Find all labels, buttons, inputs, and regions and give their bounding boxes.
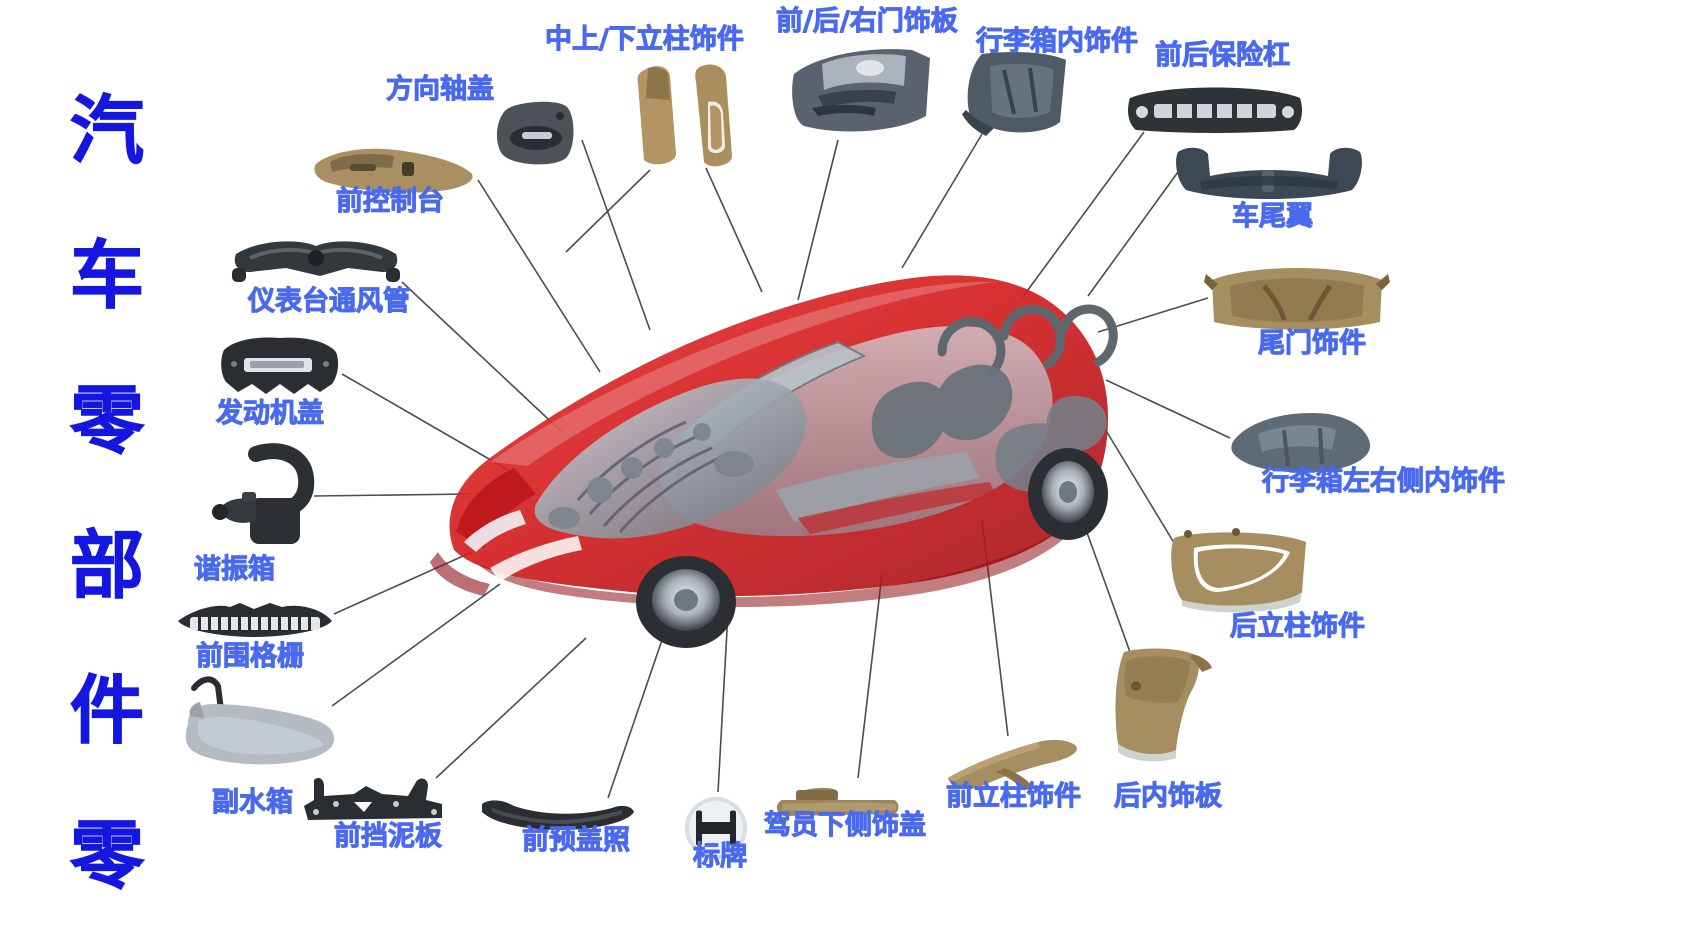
label-front-hood-lamp[interactable]: 前预盖照 (522, 825, 631, 856)
label-tailgate-trim[interactable]: 尾门饰件 (1258, 328, 1367, 359)
label-driver-lower-cover[interactable]: 驾员下侧饰盖 (764, 810, 927, 841)
part-emblem-badge[interactable] (682, 794, 750, 862)
label-front-mudguard[interactable]: 前挡泥板 (334, 821, 443, 852)
part-driver-lower-cover[interactable] (770, 782, 902, 828)
label-front-cowl-grille[interactable]: 前围格栅 (196, 641, 305, 672)
part-door-trim-panel[interactable] (788, 46, 936, 138)
part-engine-cover[interactable] (216, 336, 344, 404)
part-front-pillar-trim[interactable] (942, 738, 1082, 792)
label-trunk-interior-trim[interactable]: 行李箱内饰件 (976, 26, 1139, 57)
part-tailgate-trim[interactable] (1204, 260, 1390, 336)
part-rear-pillar-trim[interactable] (1166, 526, 1314, 618)
label-trunk-side-trim[interactable]: 行李箱左右侧内饰件 (1262, 466, 1506, 497)
title-char: 汽 (70, 87, 145, 174)
part-front-cowl-grille[interactable] (174, 599, 336, 639)
label-rear-pillar-trim[interactable]: 后立柱饰件 (1230, 611, 1366, 642)
title-char: 零 (70, 377, 145, 464)
part-front-rear-bumper[interactable] (1124, 82, 1306, 134)
label-rear-interior-panel[interactable]: 后内饰板 (1114, 781, 1223, 812)
title-char: 部 (70, 522, 145, 609)
title-char: 车 (70, 232, 145, 319)
part-pillar-trim-pair[interactable] (624, 60, 752, 172)
label-steering-shaft-cover[interactable]: 方向轴盖 (386, 74, 495, 105)
car-cutaway-illustration (418, 232, 1148, 692)
page-title: 汽 车 零 部 件 零 配 件 (52, 22, 162, 937)
label-dash-air-duct[interactable]: 仪表台通风管 (248, 286, 411, 317)
part-trunk-interior-trim[interactable] (960, 50, 1076, 140)
part-aux-water-tank[interactable] (174, 674, 342, 786)
label-resonator-box[interactable]: 谐振箱 (194, 554, 276, 585)
label-front-console[interactable]: 前控制台 (336, 186, 445, 217)
part-resonator-box[interactable] (208, 443, 320, 550)
part-trunk-side-trim[interactable] (1224, 410, 1374, 476)
label-engine-cover[interactable]: 发动机盖 (216, 398, 325, 429)
title-char: 件 (70, 667, 145, 754)
label-bumper[interactable]: 前后保险杠 (1155, 40, 1291, 71)
part-front-hood-lamp[interactable] (478, 798, 636, 832)
label-door-trim-panel[interactable]: 前/后/右门饰板 (776, 6, 959, 37)
label-rear-spoiler[interactable]: 车尾翼 (1232, 201, 1314, 232)
label-front-pillar-trim[interactable]: 前立柱饰件 (946, 781, 1082, 812)
part-dash-air-duct[interactable] (228, 238, 404, 292)
part-steering-shaft-cover[interactable] (492, 96, 580, 168)
part-front-mudguard[interactable] (296, 774, 452, 828)
label-emblem-badge[interactable]: 标牌 (693, 841, 748, 872)
title-char: 零 (70, 812, 145, 899)
part-rear-interior-panel[interactable] (1098, 646, 1218, 764)
part-front-console[interactable] (310, 142, 478, 198)
part-rear-spoiler[interactable] (1170, 146, 1368, 208)
label-b-pillar-trim[interactable]: 中上/下立柱饰件 (545, 24, 745, 55)
label-aux-water-tank[interactable]: 副水箱 (212, 787, 294, 818)
